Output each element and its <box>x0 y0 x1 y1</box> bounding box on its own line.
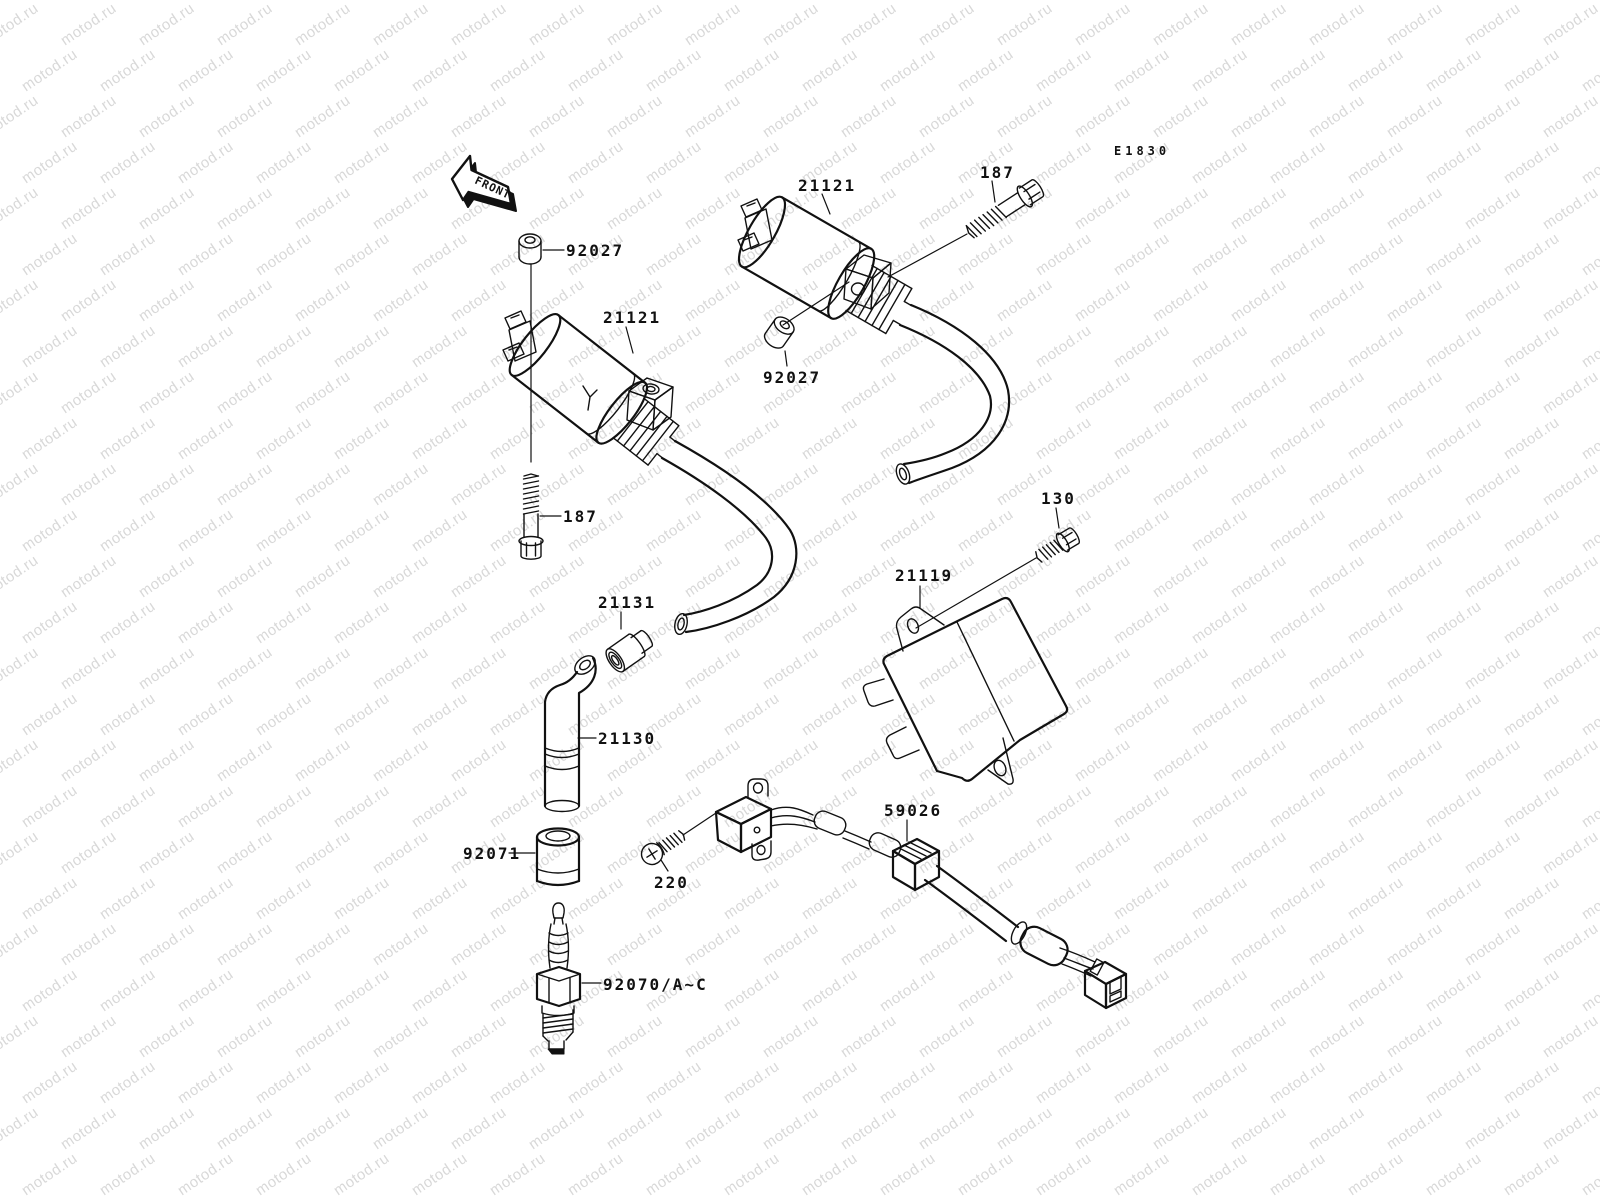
ignition-coil-left <box>502 310 798 636</box>
harness-main-cable <box>923 864 1028 945</box>
part-label-21121-left: 21121 <box>603 308 661 327</box>
harness-end-wires <box>1059 947 1105 977</box>
front-arrow-face <box>450 154 513 206</box>
diagram-code: E1830 <box>1114 144 1170 158</box>
bolt-130 <box>1035 527 1080 563</box>
harness-connector <box>891 837 941 892</box>
bolt-187-left <box>518 473 544 560</box>
leader-lines <box>508 180 1060 984</box>
igniter-21119 <box>862 596 1069 785</box>
part-label-21131: 21131 <box>598 593 656 612</box>
part-label-92027-right: 92027 <box>763 368 821 387</box>
part-label-21121-upper: 21121 <box>798 176 856 195</box>
bolt-187-upper <box>965 179 1045 239</box>
part-label-130: 130 <box>1041 489 1076 508</box>
spark-plug-92070 <box>535 902 582 1055</box>
part-label-92071: 92071 <box>463 844 521 863</box>
part-label-92027-upper: 92027 <box>566 241 624 260</box>
part-label-21119: 21119 <box>895 566 953 585</box>
part-labels: 92027 21121 187 21121 92027 187 130 21119 21131 2… <box>463 163 1076 994</box>
part-label-92070: 92070/A~C <box>603 975 708 994</box>
bushing-92027-right <box>763 316 795 349</box>
part-label-187-upper: 187 <box>980 163 1015 182</box>
harness-wires <box>770 806 872 850</box>
coil-left-terminals <box>502 310 537 362</box>
coil-left-mount-block <box>626 377 674 431</box>
coil-upper-mount-block <box>843 254 892 310</box>
part-label-220: 220 <box>654 873 689 892</box>
part-label-59026: 59026 <box>884 801 942 820</box>
plug-cap-21130 <box>543 655 597 813</box>
assembly-axis-lines <box>530 233 1037 836</box>
coil-upper-ht-cable <box>895 303 1011 485</box>
front-arrow: FRONT <box>450 154 517 212</box>
ignition-coil-upper <box>737 195 1011 485</box>
screw-220 <box>640 830 686 866</box>
coil-left-ht-cable <box>660 439 798 636</box>
terminal-nut-21131 <box>605 629 654 673</box>
part-label-187-left: 187 <box>563 507 598 526</box>
insulator-92071 <box>535 827 581 887</box>
junction-box <box>714 778 773 861</box>
part-label-21130: 21130 <box>598 729 656 748</box>
coil-left-vent-mark <box>582 385 598 411</box>
harness-end-connector <box>1083 960 1128 1010</box>
bushing-92027-upper <box>518 233 542 265</box>
harness-59026 <box>770 806 1128 1010</box>
